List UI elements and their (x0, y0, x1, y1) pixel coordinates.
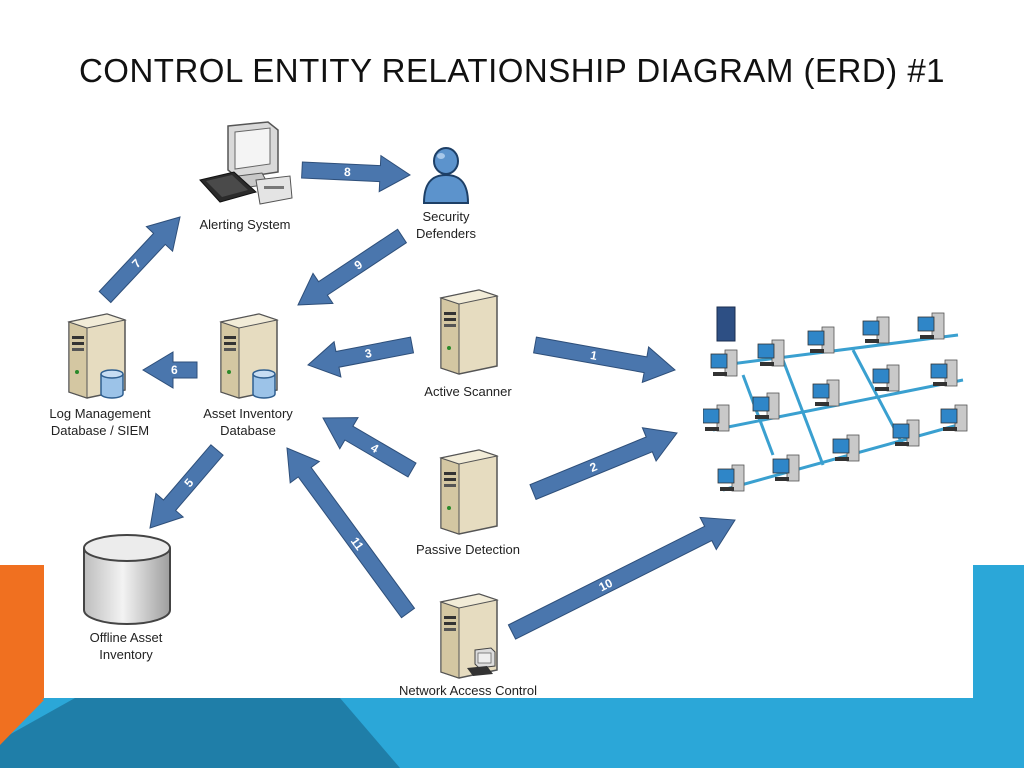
workstation-icon (703, 404, 730, 432)
slide-title: CONTROL ENTITY RELATIONSHIP DIAGRAM (ERD… (78, 52, 946, 89)
arrow-2 (529, 427, 678, 501)
arrow-8 (301, 154, 411, 193)
workstation-icon (862, 316, 890, 344)
disk-storage-icon (83, 534, 171, 625)
arrow-label-8: 8 (344, 165, 352, 179)
arrow-9 (297, 228, 408, 306)
arrow-label-10: 10 (597, 576, 616, 595)
server-workstation-icon (439, 593, 499, 679)
workstation-icon (772, 454, 800, 482)
log-management-label: Log Management Database / SIEM (49, 406, 151, 438)
asset-inventory-label: Asset Inventory Database (203, 406, 293, 438)
user-icon (422, 147, 470, 204)
arrow-label-6: 6 (171, 363, 178, 377)
workstation-icon (710, 349, 738, 377)
computer-icon (199, 121, 293, 205)
workstation-icon (717, 464, 745, 492)
workstation-icon (757, 339, 785, 367)
workstation-icon (940, 404, 968, 432)
network-topology-icon (703, 305, 973, 510)
workstation-icon (807, 326, 835, 354)
arrow-1 (533, 336, 676, 384)
arrow-4 (322, 417, 417, 478)
arrow-label-1: 1 (589, 348, 598, 363)
arrow-label-3: 3 (364, 346, 374, 361)
workstation-icon (917, 312, 945, 340)
passive-detection-label: Passive Detection (415, 542, 521, 557)
security-defenders-label: Security Defenders (416, 209, 476, 241)
workstation-icon (930, 359, 958, 387)
arrow-5 (149, 444, 224, 529)
alerting-system-label: Alerting System (199, 217, 291, 232)
arrow-3 (307, 336, 415, 378)
server-icon (439, 289, 499, 375)
content-panel (44, 565, 973, 698)
server-tower-icon (716, 306, 736, 342)
blue-accent-band (973, 565, 1024, 768)
workstation-icon (752, 392, 780, 420)
arrow-11 (286, 447, 416, 619)
server-icon (439, 449, 499, 535)
nac-label: Network Access Control (399, 683, 537, 698)
arrow-6 (142, 351, 198, 389)
arrow-7 (98, 216, 181, 304)
arrow-10 (507, 516, 736, 640)
database-server-icon (219, 313, 279, 399)
database-server-icon (67, 313, 127, 399)
arrow-label-2: 2 (588, 459, 600, 475)
workstation-icon (872, 364, 900, 392)
active-scanner-label: Active Scanner (424, 384, 512, 399)
offline-asset-label: Offline Asset Inventory (89, 630, 163, 662)
workstation-icon (812, 379, 840, 407)
workstation-icon (892, 419, 920, 447)
workstation-icon (832, 434, 860, 462)
